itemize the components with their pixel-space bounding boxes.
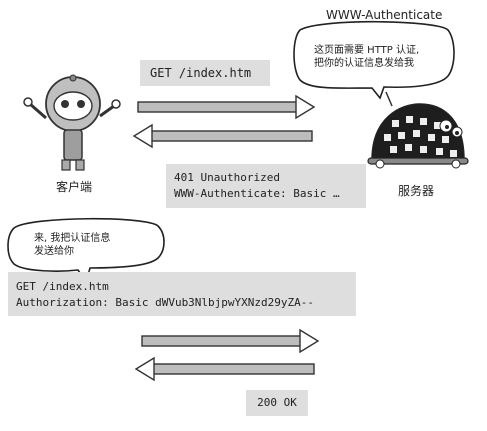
request-box-2: GET /index.htm Authorization: Basic dWVu…	[8, 272, 356, 316]
www-authenticate-title: WWW-Authenticate	[326, 8, 443, 22]
client-bubble-text: 来, 我把认证信息 发送给你	[34, 232, 164, 258]
response-1-line2: WWW-Authenticate: Basic …	[174, 187, 340, 200]
client-label: 客户端	[56, 180, 93, 194]
client-bubble-line2: 发送给你	[34, 246, 74, 257]
arrow-left-icon	[132, 123, 313, 149]
response-2-text: 200 OK	[257, 396, 297, 409]
response-box-1: 401 Unauthorized WWW-Authenticate: Basic…	[166, 164, 366, 208]
server-bubble-text: 这页面需要 HTTP 认证, 把你的认证信息发给我	[314, 44, 449, 70]
request-box-1: GET /index.htm	[140, 60, 270, 86]
arrow-right-icon	[137, 94, 316, 120]
server-label: 服务器	[398, 184, 435, 198]
arrow-right-icon	[141, 328, 320, 354]
server-bubble-line2: 把你的认证信息发给我	[314, 58, 414, 69]
request-2-line1: GET /index.htm	[16, 280, 109, 293]
request-1-text: GET /index.htm	[150, 66, 252, 80]
response-box-2: 200 OK	[246, 390, 308, 416]
client-bubble-line1: 来, 我把认证信息	[34, 233, 111, 244]
arrow-left-icon	[134, 356, 315, 382]
server-bubble-line1: 这页面需要 HTTP 认证,	[314, 45, 420, 56]
response-1-line1: 401 Unauthorized	[174, 171, 280, 184]
request-2-line2: Authorization: Basic dWVub3NlbjpwYXNzd29…	[16, 296, 315, 309]
